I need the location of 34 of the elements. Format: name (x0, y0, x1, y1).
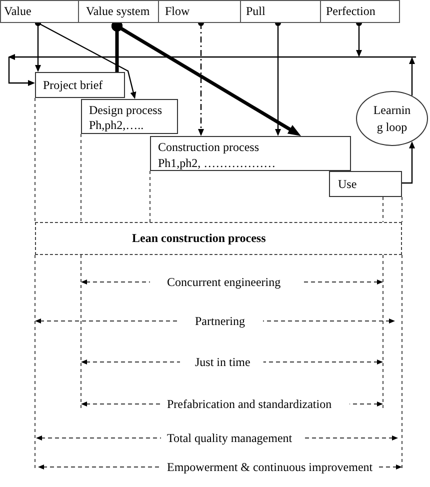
principle-cell (240, 0, 320, 23)
process-title: Design process (89, 103, 162, 118)
process-box (81, 99, 178, 134)
process-title: Construction process (158, 139, 259, 155)
principle-label: Pull (246, 4, 266, 19)
technique-label: Concurrent engineering (167, 275, 281, 289)
technique-label: Prefabrication and standardization (167, 397, 332, 411)
band-title: Lean construction process (132, 231, 266, 246)
technique-label: Total quality management (167, 431, 292, 445)
process-box (35, 72, 125, 98)
arrow (402, 141, 415, 184)
principle-cell (320, 0, 400, 23)
technique-label: Just in time (195, 355, 250, 369)
principle-label: Value system (86, 4, 150, 19)
principle-label: Value (4, 4, 32, 19)
principle-label: Perfection (326, 4, 376, 19)
arrow (112, 20, 301, 136)
phase-list: Ph,ph2,….. (89, 118, 144, 133)
principle-cell (0, 0, 78, 23)
principle-cell (158, 0, 240, 23)
principle-cell (78, 0, 158, 23)
phase-list: Ph1,ph2, ……………… (158, 155, 276, 171)
arrow (409, 57, 415, 96)
arrow (8, 57, 35, 86)
process-box (150, 136, 351, 171)
principle-label: Flow (165, 4, 190, 19)
technique-label: Empowerment & continuous improvement (167, 460, 373, 474)
process-label: Use (338, 177, 357, 192)
process-box (329, 171, 402, 197)
process-label: Project brief (43, 78, 103, 93)
loop-label: Learnin g loop (372, 102, 412, 136)
technique-label: Partnering (195, 314, 245, 328)
dashed-band (35, 222, 402, 255)
feedback-line (8, 53, 416, 61)
